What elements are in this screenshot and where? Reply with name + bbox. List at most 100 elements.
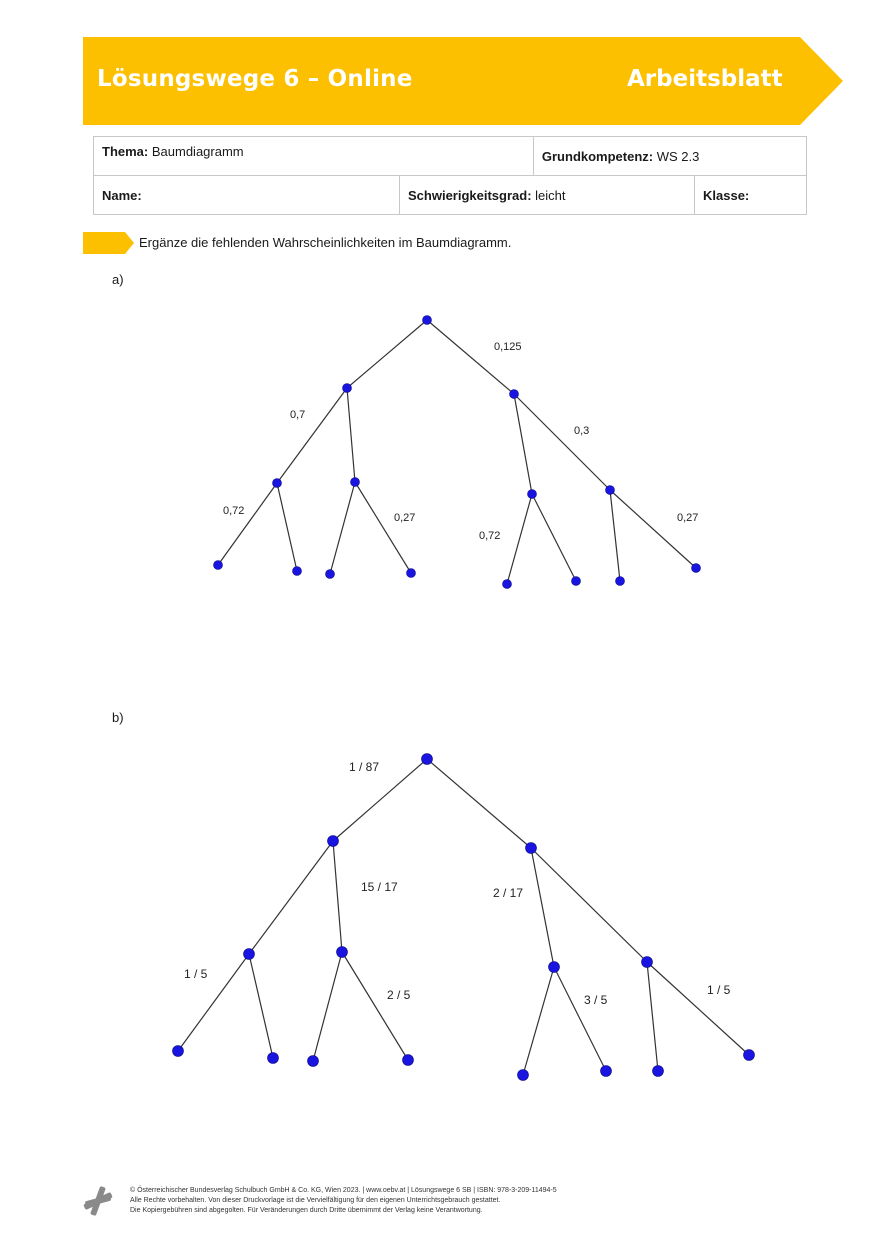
publisher-logo-icon [83,1186,113,1216]
tree-b-node [307,1055,319,1067]
name-label: Name: [102,187,142,203]
tree-a-branch [513,393,533,495]
tree-b-branch [522,966,555,1076]
grundkompetenz-cell: Grundkompetenz: WS 2.3 [532,136,808,176]
tree-b-branch [646,961,659,1072]
tree-a-branch [346,387,356,483]
schwierigkeit-value: leicht [535,187,566,203]
tree-b-branch [553,966,607,1072]
tree-a-branch [506,493,533,585]
tree-a-branch [276,482,298,572]
footer-line-3: Die Kopiergebühren sind abgegolten. Für … [130,1207,483,1214]
tree-a-branch [329,481,356,575]
task-instruction: Ergänze die fehlenden Wahrscheinlichkeit… [139,235,512,250]
tree-a-branch [346,319,428,389]
tree-b-probability-label: 2 / 5 [387,988,411,1002]
klasse-cell: Klasse: [694,175,807,215]
info-table: Thema: Baumdiagramm Grundkompetenz: WS 2… [93,136,808,215]
tree-b-node [172,1045,184,1057]
tree-a-branch [513,393,611,491]
tree-b-probability-label: 1 / 87 [349,760,379,774]
task-arrow-icon [83,232,134,254]
tree-b-node [327,835,339,847]
tree-a-node [615,576,625,586]
tree-b-probability-label: 15 / 17 [361,880,398,894]
tree-b-node [641,956,653,968]
tree-diagram-a: 0,125 0,7 0,3 0,72 0,27 0,72 0,27 [213,315,701,589]
tree-b-node [548,961,560,973]
tree-a-probability-label: 0,72 [223,505,244,517]
tree-a-node [527,489,537,499]
tree-b-node [243,948,255,960]
tree-b-branch [248,840,334,955]
tree-a-node [342,383,352,393]
tree-a-branch [217,482,278,566]
tree-b-probability-label: 1 / 5 [707,983,731,997]
tree-a-probability-label: 0,3 [574,425,589,437]
tree-b-node [336,946,348,958]
tree-b-branch [248,953,274,1059]
grundkompetenz-label: Grundkompetenz: [541,148,654,164]
tree-a-node [325,569,335,579]
tree-b-branch [530,847,555,968]
tree-a-probability-label: 0,27 [394,512,415,524]
thema-value: Baumdiagramm [151,144,244,159]
tree-b-branch [426,758,532,849]
tree-a-probability-label: 0,72 [479,530,500,542]
tree-a-branch [354,481,412,574]
tree-b-branch [332,758,428,842]
tree-a-node [422,315,432,325]
tree-a-node [605,485,615,495]
tree-a-node [509,389,519,399]
schwierigkeit-cell: Schwierigkeitsgrad: leicht [399,175,695,215]
tree-b-probability-label: 2 / 17 [493,886,523,900]
tree-b-node [525,842,537,854]
header-banner [83,37,843,125]
tree-b-node [743,1049,755,1061]
tree-b-probability-label: 1 / 5 [184,967,208,981]
tree-b-branch [332,840,343,953]
part-b-label: b) [112,710,124,725]
tree-a-node [691,563,701,573]
tree-diagram-b: 1 / 87 15 / 17 2 / 17 1 / 5 2 / 5 3 / 5 1 / 5 [172,753,755,1081]
thema-cell: Thema: Baumdiagramm [93,136,534,176]
tree-b-branch [646,961,750,1056]
klasse-label: Klasse: [703,187,750,203]
tree-b-branch [341,951,409,1061]
tree-a-node [502,579,512,589]
tree-b-probability-label: 3 / 5 [584,993,608,1007]
document-type: Arbeitsblatt [627,66,783,92]
tree-a-node [272,478,282,488]
thema-label: Thema: [102,144,149,159]
footer-line-1: © Österreichischer Bundesverlag Schulbuc… [130,1187,557,1194]
schwierigkeit-label: Schwierigkeitsgrad: [408,187,532,203]
footer-line-2: Alle Rechte vorbehalten. Von dieser Druc… [130,1197,501,1204]
tree-b-node [517,1069,529,1081]
name-cell: Name: [93,175,400,215]
tree-a-branch [276,387,348,484]
tree-a-probability-label: 0,7 [290,409,305,421]
tree-a-node [350,477,360,487]
tree-a-branch [531,493,577,582]
grundkompetenz-value: WS 2.3 [656,148,700,164]
tree-b-node [421,753,433,765]
tree-b-node [402,1054,414,1066]
tree-b-branch [177,953,250,1052]
tree-a-branch [609,489,621,582]
footer-copyright: © Österreichischer Bundesverlag Schulbuc… [130,1186,557,1216]
tree-a-node [213,560,223,570]
tree-b-node [600,1065,612,1077]
tree-a-node [292,566,302,576]
tree-b-branch [312,951,343,1062]
tree-a-probability-label: 0,125 [494,341,522,353]
tree-a-branch [426,319,515,395]
page-title: Lösungswege 6 – Online [97,66,413,92]
tree-b-node [267,1052,279,1064]
tree-b-branch [530,847,648,963]
tree-a-probability-label: 0,27 [677,512,698,524]
part-a-label: a) [112,272,124,287]
tree-b-node [652,1065,664,1077]
tree-a-node [406,568,416,578]
tree-a-branch [609,489,697,569]
tree-a-node [571,576,581,586]
